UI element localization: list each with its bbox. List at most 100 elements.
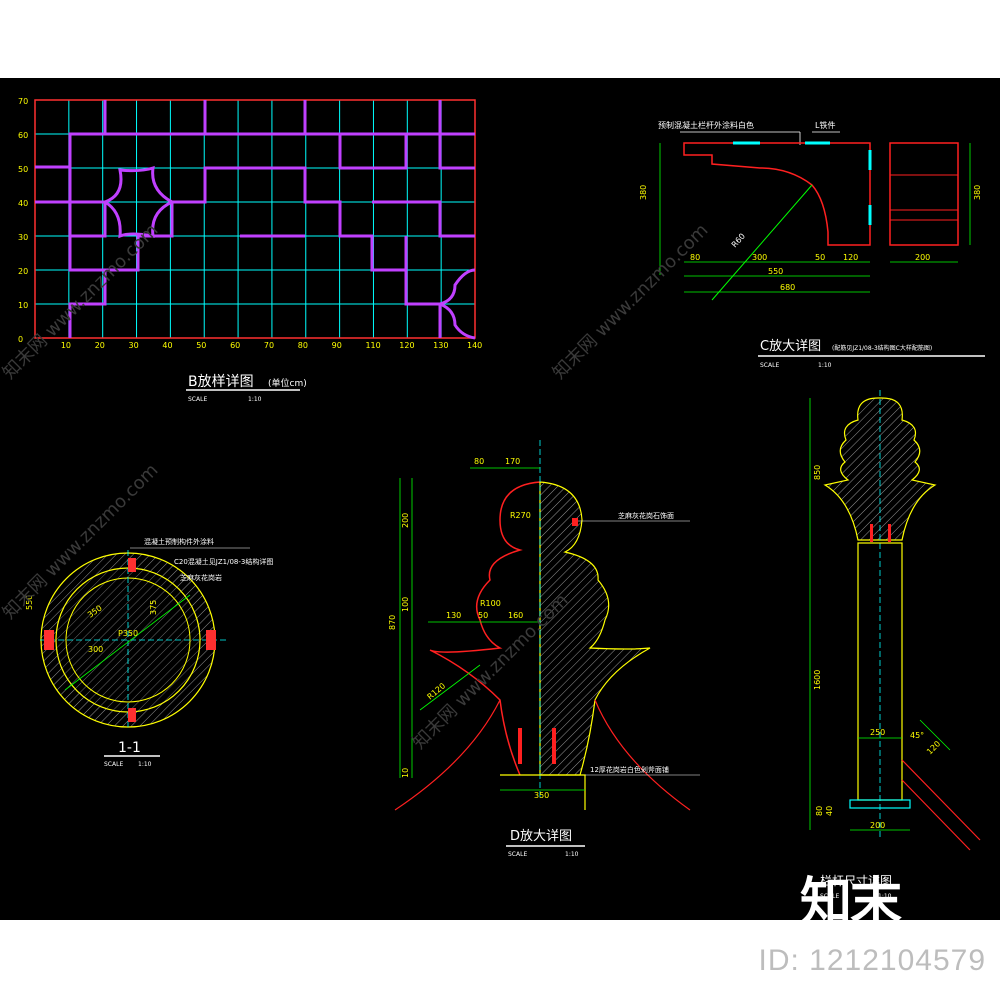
panel-e: 850 1600 250 200 80 40 45° 120 栏杆尺寸详图 SC… [809, 390, 981, 900]
c-dim-120: 120 [843, 253, 858, 262]
b-y-tick: 70 [18, 97, 28, 106]
c-scale: 1:10 [818, 362, 832, 369]
b-y-tick: 0 [18, 335, 23, 344]
panel-section-1-1: 混凝土预制构件外涂料 C20混凝土见JZ1/08-3结构详图 芝麻灰花岗岩 55… [25, 537, 273, 768]
panel-d: 80 170 R270 R100 130 50 160 200 870 100 … [388, 440, 700, 858]
section-scale: 1:10 [138, 761, 152, 768]
b-scale: 1:10 [248, 396, 262, 403]
b-x-tick: 30 [129, 341, 139, 350]
section-scale-label: SCALE [104, 761, 123, 768]
c-side-view [889, 142, 959, 246]
d-dim-200: 200 [401, 513, 410, 528]
b-unit: (单位cm) [268, 377, 307, 389]
d-dim-10: 10 [401, 768, 410, 778]
b-grid [35, 100, 475, 338]
d-dim-160: 160 [508, 611, 523, 620]
panel-b: 70 60 50 40 30 20 10 0 10 20 30 40 50 60 70 80 90 110 120… [18, 97, 482, 403]
d-title: D放大详图 [510, 829, 572, 844]
d-dim-170: 170 [505, 457, 520, 466]
c-scale-label: SCALE [760, 362, 779, 369]
b-x-tick: 120 [399, 341, 414, 350]
b-x-tick: 60 [230, 341, 240, 350]
d-scale-label: SCALE [508, 851, 527, 858]
c-dim-200: 200 [915, 253, 930, 262]
image-id: ID: 1212104579 [758, 944, 986, 977]
c-dim-680: 680 [780, 283, 795, 292]
b-y-tick: 40 [18, 199, 28, 208]
b-x-tick: 90 [332, 341, 342, 350]
b-title: B放样详图 [188, 374, 254, 390]
b-x-tick: 40 [162, 341, 172, 350]
b-frame [34, 99, 476, 339]
d-profile-right [539, 481, 651, 776]
e-dim-40: 40 [825, 806, 834, 816]
b-y-tick: 50 [18, 165, 28, 174]
c-subtitle: (配筋见JZ1/08-3结构图C大样配筋图) [832, 344, 932, 352]
e-dim-120: 120 [925, 739, 942, 756]
d-dim-r270: R270 [510, 511, 531, 520]
c-radius-line [711, 184, 813, 301]
b-y-tick: 60 [18, 131, 28, 140]
section-dim-p: P350 [118, 629, 138, 638]
c-dim-80: 80 [690, 253, 700, 262]
b-y-tick: 30 [18, 233, 28, 242]
d-note-1: 芝麻灰花岗石饰面 [618, 511, 674, 520]
d-dim-130: 130 [446, 611, 461, 620]
d-dim-50: 50 [478, 611, 488, 620]
e-dim-250: 250 [870, 728, 885, 737]
c-dim-380: 380 [973, 185, 982, 200]
b-x-tick: 80 [298, 341, 308, 350]
section-note-2: C20混凝土见JZ1/08-3结构详图 [174, 557, 273, 566]
c-dim-50: 50 [815, 253, 825, 262]
b-x-tick: 130 [433, 341, 448, 350]
d-dim-r120: R120 [426, 681, 448, 701]
b-y-tick: 20 [18, 267, 28, 276]
b-scale-label: SCALE [188, 396, 207, 403]
c-dim-vertical: 380 [639, 185, 648, 200]
b-x-tick: 50 [196, 341, 206, 350]
e-title: 栏杆尺寸详图 [820, 873, 892, 888]
b-x-tick: 10 [61, 341, 71, 350]
d-dim-r100: R100 [480, 599, 501, 608]
d-dim-350: 350 [534, 791, 549, 800]
section-dim-375: 375 [149, 600, 158, 615]
b-x-tick: 140 [467, 341, 482, 350]
e-finial [823, 397, 937, 541]
section-note-3: 芝麻灰花岗岩 [180, 573, 222, 582]
b-y-axis: 70 60 50 40 30 20 10 0 [18, 97, 28, 344]
c-note-2: L铁件 [815, 120, 835, 130]
b-pattern [35, 100, 476, 340]
panel-c: 预制混凝土栏杆外涂料白色 L铁件 R60 380 80 300 50 120 5… [639, 120, 985, 369]
c-title: C放大详图 [760, 339, 821, 354]
c-note-1: 预制混凝土栏杆外涂料白色 [658, 120, 754, 130]
section-note-1: 混凝土预制构件外涂料 [144, 537, 214, 546]
e-dim-850: 850 [813, 465, 822, 480]
d-profile-left [429, 481, 541, 776]
section-dim-550: 550 [25, 595, 34, 610]
c-profile [683, 142, 871, 246]
section-title: 1-1 [118, 740, 141, 756]
b-x-tick: 110 [365, 341, 380, 350]
d-scale: 1:10 [565, 851, 579, 858]
c-dim-300: 300 [752, 253, 767, 262]
e-scale-label: SCALE [820, 893, 839, 900]
d-note-2: 12厚花岗岩白色剁斧面铺 [590, 765, 669, 774]
c-radius: R60 [730, 232, 747, 250]
section-dim-300: 300 [88, 645, 103, 654]
c-dim-550: 550 [768, 267, 783, 276]
e-dim-80: 80 [815, 806, 824, 816]
e-dim-1600: 1600 [813, 670, 822, 690]
e-scale: 1:10 [878, 893, 892, 900]
d-dim-870: 870 [388, 615, 397, 630]
b-y-tick: 10 [18, 301, 28, 310]
watermark-2: 知末网 www.znzmo.com [549, 220, 713, 384]
b-x-axis: 10 20 30 40 50 60 70 80 90 110 120 130 140 [61, 341, 482, 350]
watermark-logo: 知末 [800, 873, 902, 933]
b-x-tick: 20 [95, 341, 105, 350]
d-dim-80: 80 [474, 457, 484, 466]
e-dim-200: 200 [870, 821, 885, 830]
b-x-tick: 70 [264, 341, 274, 350]
d-dim-100: 100 [401, 597, 410, 612]
